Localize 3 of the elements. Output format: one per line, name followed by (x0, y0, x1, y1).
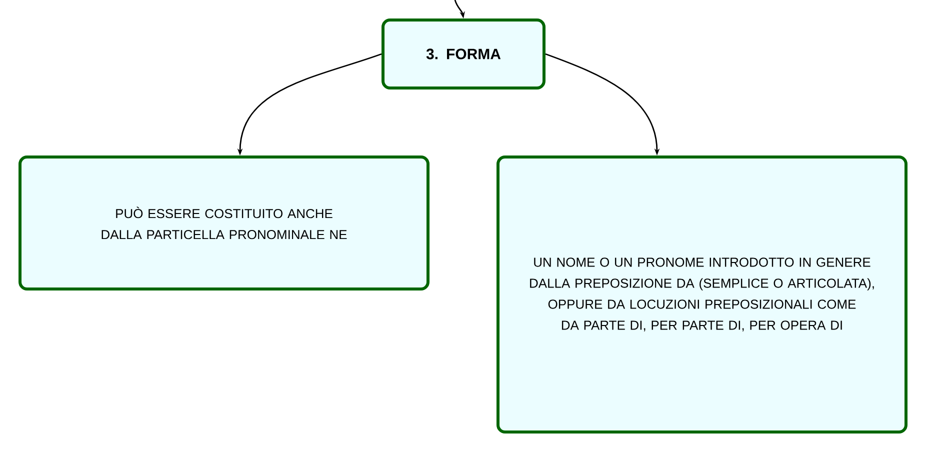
title-box: 3. FORMA (382, 18, 546, 90)
text-box: PUÒ ESSERE COSTITUITO ANCHE DALLA PARTICELLA PRONOMINALE NE (18, 156, 430, 290)
text-box: UN NOME O UN PRONOME INTRODOTTO IN GENERE DALLA PREPOSIZIONE DA (SEMPLICE O ARTICOLATA), OPPURE DA LOCUZIONI PREPOSIZIONALI COME DA PARTE DI, PER PARTE DI, PER OPERA DI (496, 156, 908, 434)
